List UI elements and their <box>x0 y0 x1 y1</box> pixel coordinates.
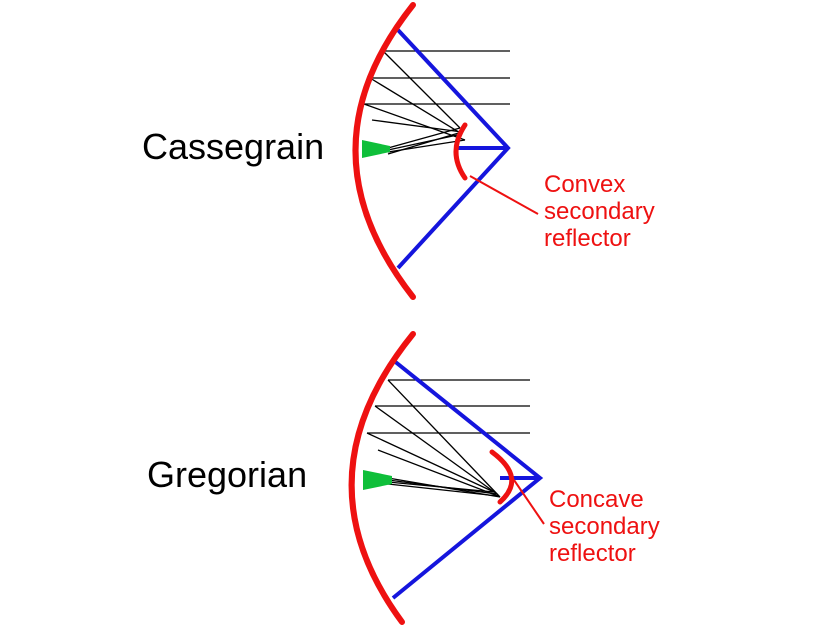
cassegrain-label-line-3: reflector <box>544 225 631 252</box>
ray <box>366 432 495 493</box>
cassegrain-callout-leader <box>469 175 539 215</box>
ray <box>377 449 499 497</box>
cassegrain-primary-reflector <box>352 2 416 300</box>
ray <box>387 131 463 155</box>
gregorian-concave-secondary-reflector <box>489 449 515 505</box>
ray <box>387 379 501 498</box>
ray <box>387 133 463 151</box>
gregorian-callout-leader <box>513 479 545 525</box>
gregorian-diagram: Gregorian Concave secondary reflector <box>147 331 660 625</box>
cassegrain-label-line-2: secondary <box>544 198 655 225</box>
ray <box>387 481 495 493</box>
ray <box>387 483 499 497</box>
gregorian-label-line-1: Concave <box>549 486 644 513</box>
cassegrain-diagram: Cassegrain Convex secondary reflector <box>142 2 655 300</box>
ray <box>382 50 461 129</box>
ray <box>371 119 463 133</box>
cassegrain-feed-horn <box>362 140 390 158</box>
cassegrain-title: Cassegrain <box>142 126 324 167</box>
cassegrain-convex-secondary-reflector <box>453 122 468 181</box>
ray <box>363 103 466 141</box>
cassegrain-label-line-1: Convex <box>544 171 625 198</box>
ray <box>369 77 463 135</box>
ray <box>374 405 498 495</box>
gregorian-primary-reflector <box>348 331 416 625</box>
cassegrain-incoming-rays <box>363 50 510 155</box>
gregorian-label-line-3: reflector <box>549 540 636 567</box>
ray <box>387 127 461 149</box>
gregorian-title: Gregorian <box>147 454 307 495</box>
gregorian-label-line-2: secondary <box>549 513 660 540</box>
gregorian-feed-horn <box>363 470 392 490</box>
